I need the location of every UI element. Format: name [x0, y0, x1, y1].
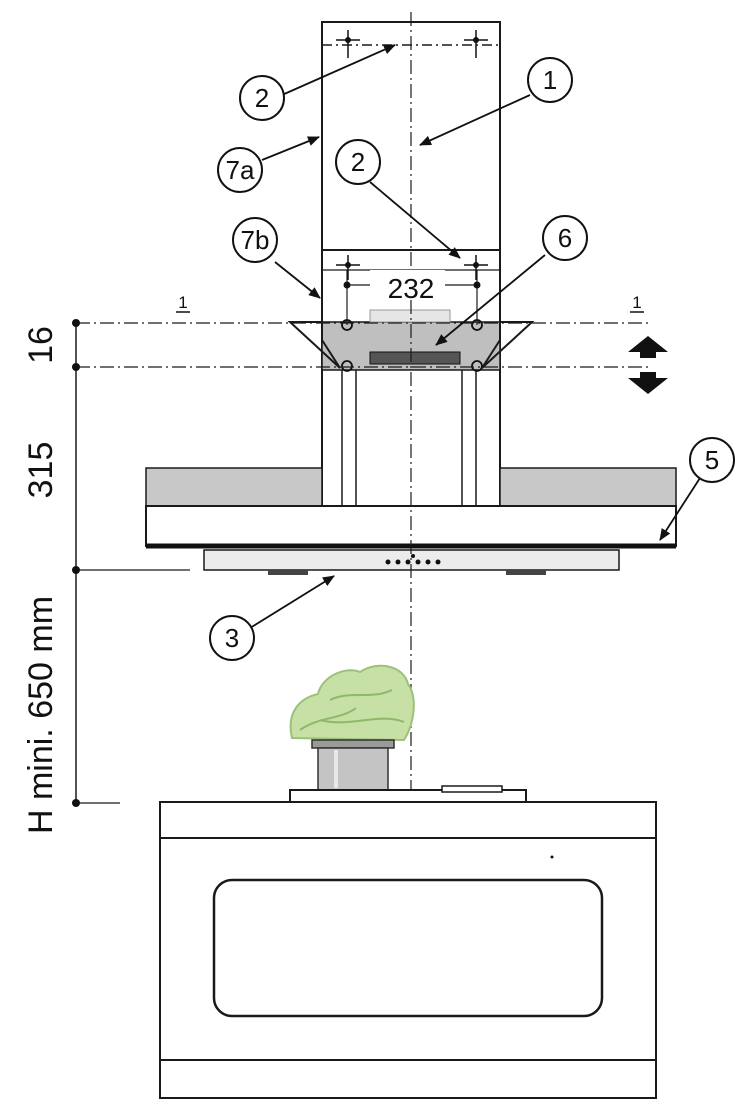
callout-7a: 7a [217, 147, 263, 193]
screw-cross-icon [464, 30, 488, 58]
pot-with-lettuce [289, 664, 415, 791]
section-mark-left: 1 [178, 293, 187, 312]
leader-arrows [249, 44, 701, 629]
callout-2-top: 2 [239, 75, 285, 121]
callout-1: 1 [527, 57, 573, 103]
up-down-arrow-icon [628, 336, 668, 394]
mounting-bracket [287, 309, 535, 372]
callout-7b: 7b [232, 217, 278, 263]
svg-text:3: 3 [225, 623, 239, 653]
dimension-16: 16 [22, 326, 60, 364]
callout-5: 5 [689, 437, 735, 483]
screw-cross-icon [336, 255, 360, 280]
vertical-dimension-line [72, 319, 190, 807]
callout-2-middle: 2 [335, 139, 381, 185]
dimension-315: 315 [22, 442, 60, 499]
screw-cross-icon [336, 30, 360, 58]
svg-text:1: 1 [543, 65, 557, 95]
cooktop [289, 785, 527, 803]
screw-cross-icon [464, 255, 488, 280]
oven-cabinet [159, 801, 657, 1099]
svg-text:5: 5 [705, 445, 719, 475]
callout-6: 6 [542, 215, 588, 261]
reference-lines [76, 311, 650, 368]
svg-text:6: 6 [558, 223, 572, 253]
dimension-min-height: H mini. 650 mm [22, 596, 60, 834]
svg-text:2: 2 [255, 83, 269, 113]
dimension-232: 232 [388, 273, 435, 304]
svg-text:7a: 7a [226, 155, 255, 185]
svg-text:2: 2 [351, 147, 365, 177]
section-mark-right: 1 [632, 293, 641, 312]
svg-text:7b: 7b [241, 225, 270, 255]
callout-3: 3 [209, 615, 255, 661]
